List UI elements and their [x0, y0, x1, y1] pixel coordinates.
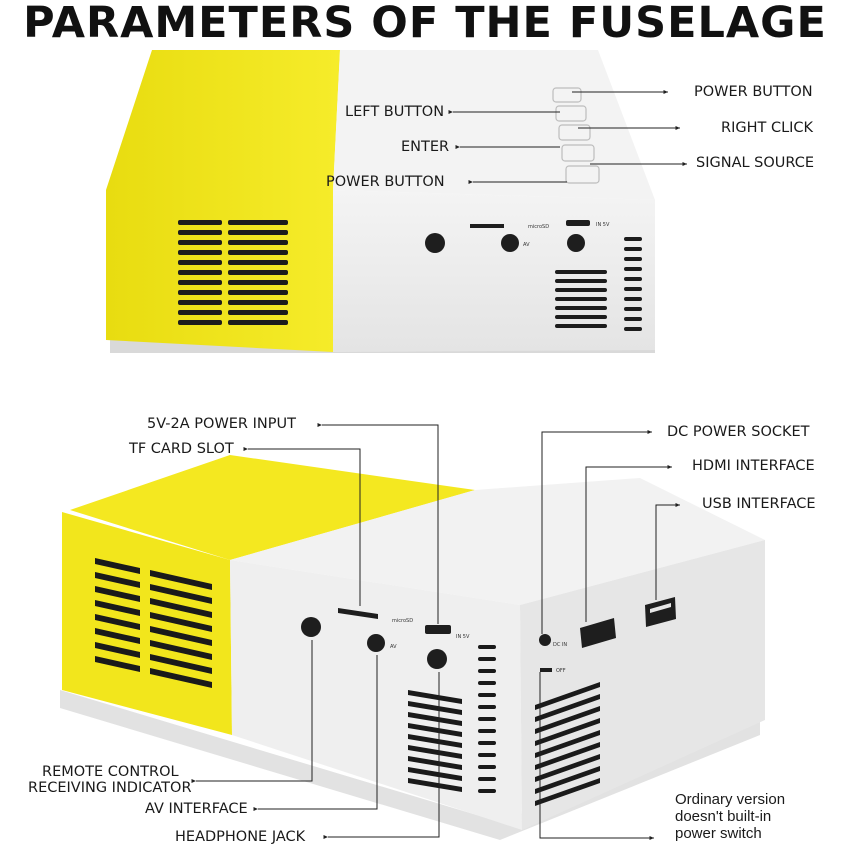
label-power-input: 5V-2A POWER INPUT: [147, 416, 296, 432]
top-keypad: [552, 87, 600, 184]
side-in5v-mark: IN 5V: [456, 634, 470, 640]
label-left-button: LEFT BUTTON: [345, 104, 445, 120]
label-right-click: RIGHT CLICK: [721, 120, 814, 136]
label-power-button-left: POWER BUTTON: [326, 174, 445, 190]
projector-front-view: microSD AV IN 5V: [106, 50, 687, 353]
side-dc-in-mark: DC IN: [553, 642, 567, 648]
label-enter: ENTER: [401, 139, 450, 155]
front-av-mark: AV: [523, 242, 530, 248]
side-vent-right: [535, 682, 600, 806]
side-yellow-top: [70, 455, 475, 560]
front-yellow-shell: [106, 50, 340, 352]
side-headphone-jack: [427, 649, 447, 669]
side-vent-yellow: [95, 558, 212, 688]
label-hdmi-interface: HDMI INTERFACE: [692, 458, 815, 474]
front-vent-right: [555, 237, 642, 331]
side-microsd-mark: microSD: [392, 618, 413, 624]
front-microsd-mark: microSD: [528, 224, 549, 230]
label-av-interface: AV INTERFACE: [145, 801, 248, 817]
side-av-jack: [367, 634, 385, 652]
label-remote-control: REMOTE CONTROL: [42, 764, 179, 780]
label-headphone-jack: HEADPHONE JACK: [175, 829, 306, 845]
side-white-top: [230, 478, 765, 605]
label-signal-source: SIGNAL SOURCE: [696, 155, 815, 171]
side-hdmi-port: [580, 618, 616, 648]
side-usb-power-port: [425, 625, 451, 634]
side-off-mark: OFF: [556, 668, 566, 674]
front-av-jack: [501, 234, 519, 252]
side-off-switch-mark: [540, 668, 552, 672]
front-ir-receiver: [425, 233, 445, 253]
label-usb-interface: USB INTERFACE: [702, 496, 816, 512]
label-tf-card-slot: TF CARD SLOT: [129, 441, 234, 457]
label-receiving-indicator: RECEIVING INDICATOR: [28, 780, 192, 796]
side-vent-white: [408, 645, 496, 793]
front-microsd-slot: [470, 224, 504, 228]
power-switch-note: Ordinary version doesn't built-in power …: [675, 791, 845, 842]
front-in5v-mark: IN 5V: [596, 222, 610, 228]
side-base-shadow: [60, 690, 760, 840]
note-line-3: power switch: [675, 825, 762, 842]
front-usb-power-port: [566, 220, 590, 226]
side-microsd-slot: [338, 608, 378, 619]
side-dc-socket: [539, 634, 551, 646]
page-title: PARAMETERS OF THE FUSELAGE: [23, 0, 827, 48]
front-headphone-jack: [567, 234, 585, 252]
note-line-1: Ordinary version: [675, 791, 786, 808]
note-line-2: doesn't built-in: [675, 808, 772, 825]
front-vent-left: [178, 220, 288, 325]
side-ir-receiver: [301, 617, 321, 637]
label-dc-power-socket: DC POWER SOCKET: [667, 424, 810, 440]
side-av-mark: AV: [390, 644, 397, 650]
label-power-button-right: POWER BUTTON: [694, 84, 813, 100]
side-white-right: [520, 540, 765, 830]
projector-side-view: microSD AV IN 5V DC IN OFF: [60, 423, 765, 840]
front-white-face: [333, 190, 655, 352]
